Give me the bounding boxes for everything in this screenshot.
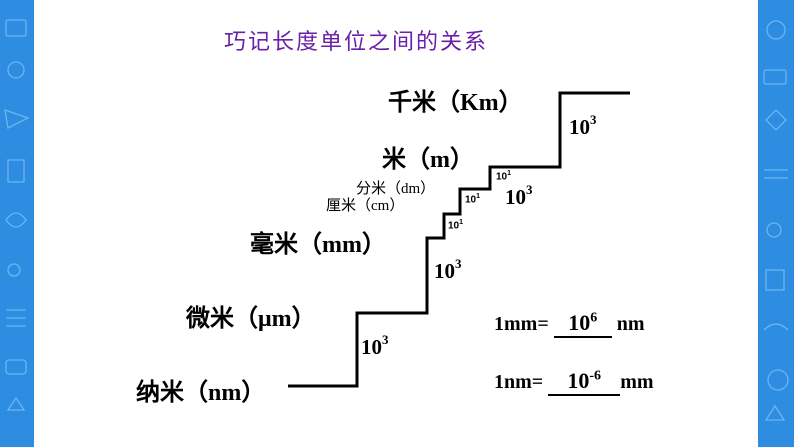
factor-base: 10: [505, 185, 526, 209]
factor-mm-to-m: 103: [505, 182, 533, 210]
unit-label-m: 米（m）: [382, 147, 474, 173]
answer-exponent: -6: [589, 368, 602, 384]
factor-um-to-mm: 103: [434, 256, 462, 284]
factor-mm-to-cm: 101: [448, 219, 463, 231]
factor-base: 10: [569, 115, 590, 139]
factor-m-to-km: 103: [569, 112, 597, 140]
factor-exponent: 3: [382, 332, 389, 347]
equation-mm-to-nm: 1mm= 106 nm: [494, 310, 645, 338]
answer-base: 10: [568, 310, 591, 335]
slide-canvas: 巧记长度单位之间的关系 千米（Km） 米（m） 分米（dm） 厘米（cm） 毫米…: [34, 0, 758, 447]
answer-blank: 10-6: [548, 368, 621, 396]
unit-label-km: 千米（Km）: [388, 90, 523, 116]
factor-exponent: 3: [590, 112, 597, 127]
unit-label-um: 微米（μm）: [186, 306, 316, 332]
factor-cm-to-dm: 101: [465, 193, 480, 205]
answer-base: 10: [567, 368, 590, 393]
unit-label-mm: 毫米（mm）: [250, 232, 386, 258]
factor-base: 10: [465, 194, 477, 206]
factor-base: 10: [496, 171, 508, 183]
factor-exponent: 1: [476, 193, 481, 200]
slide-title: 巧记长度单位之间的关系: [224, 30, 489, 55]
factor-base: 10: [361, 335, 382, 359]
unit-label-cm: 厘米（cm）: [326, 198, 405, 214]
factor-base: 10: [448, 220, 460, 232]
factor-dm-to-m: 101: [496, 170, 511, 182]
factor-exponent: 1: [507, 170, 512, 177]
staircase-diagram: [288, 91, 630, 388]
equation-right: nm: [616, 313, 645, 335]
answer-blank: 106: [553, 310, 612, 338]
doodle-pattern-left: [4, 19, 30, 411]
factor-exponent: 1: [459, 219, 464, 226]
unit-label-nm: 纳米（nm）: [136, 380, 266, 406]
factor-exponent: 3: [526, 182, 533, 197]
staircase-line: [288, 91, 630, 388]
doodle-pattern-right: [763, 20, 789, 421]
equation-left: 1mm=: [494, 313, 549, 335]
factor-exponent: 3: [455, 256, 462, 271]
answer-exponent: 6: [590, 310, 598, 326]
equation-left: 1nm=: [494, 371, 544, 393]
factor-base: 10: [434, 259, 455, 283]
equation-right: mm: [620, 371, 654, 393]
left-decorative-border: [0, 0, 34, 447]
right-decorative-border: [758, 0, 794, 447]
unit-label-dm: 分米（dm）: [356, 181, 436, 197]
factor-nm-to-um: 103: [361, 332, 389, 360]
